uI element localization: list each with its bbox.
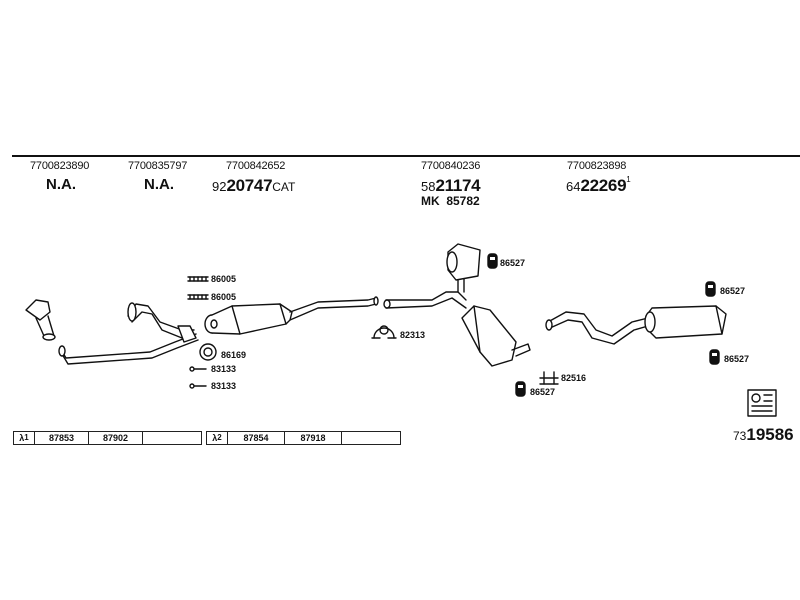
part-code-3-suffix: CAT	[272, 180, 296, 194]
part-code-3-main: 20747	[226, 176, 273, 195]
label-hanger-mid-bottom: 86527	[530, 387, 556, 397]
part-code-1: N.A.	[46, 176, 76, 193]
part-number-2: 7700835797	[128, 160, 188, 172]
y-front-pipe	[127, 302, 197, 343]
label-bracket-a: 86005	[211, 274, 237, 284]
diagram-number-prefix: 73	[733, 429, 747, 443]
part-code-3-prefix: 92	[212, 179, 227, 194]
part-number-1: 7700823890	[30, 160, 90, 172]
part-number-3: 7700842652	[226, 160, 286, 172]
rear-pipe	[545, 311, 649, 345]
gasket-ring-icon	[199, 343, 217, 361]
label-bracket-b: 86005	[211, 292, 237, 302]
lambda-value-1b: 87902	[89, 432, 143, 444]
label-hanger-rear-bottom: 86527	[724, 354, 750, 364]
lambda-value-1a: 87853	[35, 432, 89, 444]
label-gasket: 86169	[221, 350, 247, 360]
part-code-2: N.A.	[144, 176, 174, 193]
label-clip: 82516	[561, 373, 587, 383]
part-code-4-main: 21174	[435, 176, 481, 195]
lambda-value-2a: 87854	[228, 432, 285, 444]
label-bolt-a: 83133	[211, 364, 237, 374]
catalogue-stamp-icon	[747, 389, 777, 417]
part-code-4: 5821174	[421, 176, 481, 196]
front-downpipe	[58, 333, 199, 365]
hanger-icon	[487, 253, 720, 397]
manifold-flange	[25, 299, 56, 341]
label-hanger-rear-top: 86527	[720, 286, 746, 296]
rear-silencer	[644, 305, 727, 339]
intermediate-pipe	[289, 296, 379, 321]
part-code-5: 64222691	[566, 175, 631, 196]
lambda-value-2c	[342, 432, 400, 444]
part-code-4-extra: MK 85782	[421, 194, 480, 208]
lambda-value-1c	[143, 432, 201, 444]
part-code-5-prefix: 64	[566, 179, 581, 194]
header-rule	[12, 155, 800, 157]
bracket-icon	[187, 276, 209, 300]
label-hanger-mid-top: 86527	[500, 258, 526, 268]
diagram-number: 7319586	[733, 425, 794, 445]
part-number-5: 7700823898	[567, 160, 627, 172]
diagram-number-main: 19586	[746, 425, 794, 444]
centre-silencer-lower	[461, 305, 531, 367]
clamp-icon	[371, 325, 397, 339]
part-code-3: 9220747CAT	[212, 176, 295, 196]
part-code-5-main: 22269	[580, 176, 627, 195]
part-code-4-prefix: 58	[421, 179, 436, 194]
label-bolt-b: 83133	[211, 381, 237, 391]
part-number-4: 7700840236	[421, 160, 481, 172]
centre-silencer-upper	[446, 243, 481, 281]
label-clamp: 82313	[400, 330, 426, 340]
bolt-icon	[189, 366, 207, 389]
catalytic-converter	[204, 303, 293, 335]
part-code-5-sup: 1	[626, 175, 631, 184]
clip-icon	[539, 371, 559, 385]
lambda-value-2b: 87918	[285, 432, 342, 444]
